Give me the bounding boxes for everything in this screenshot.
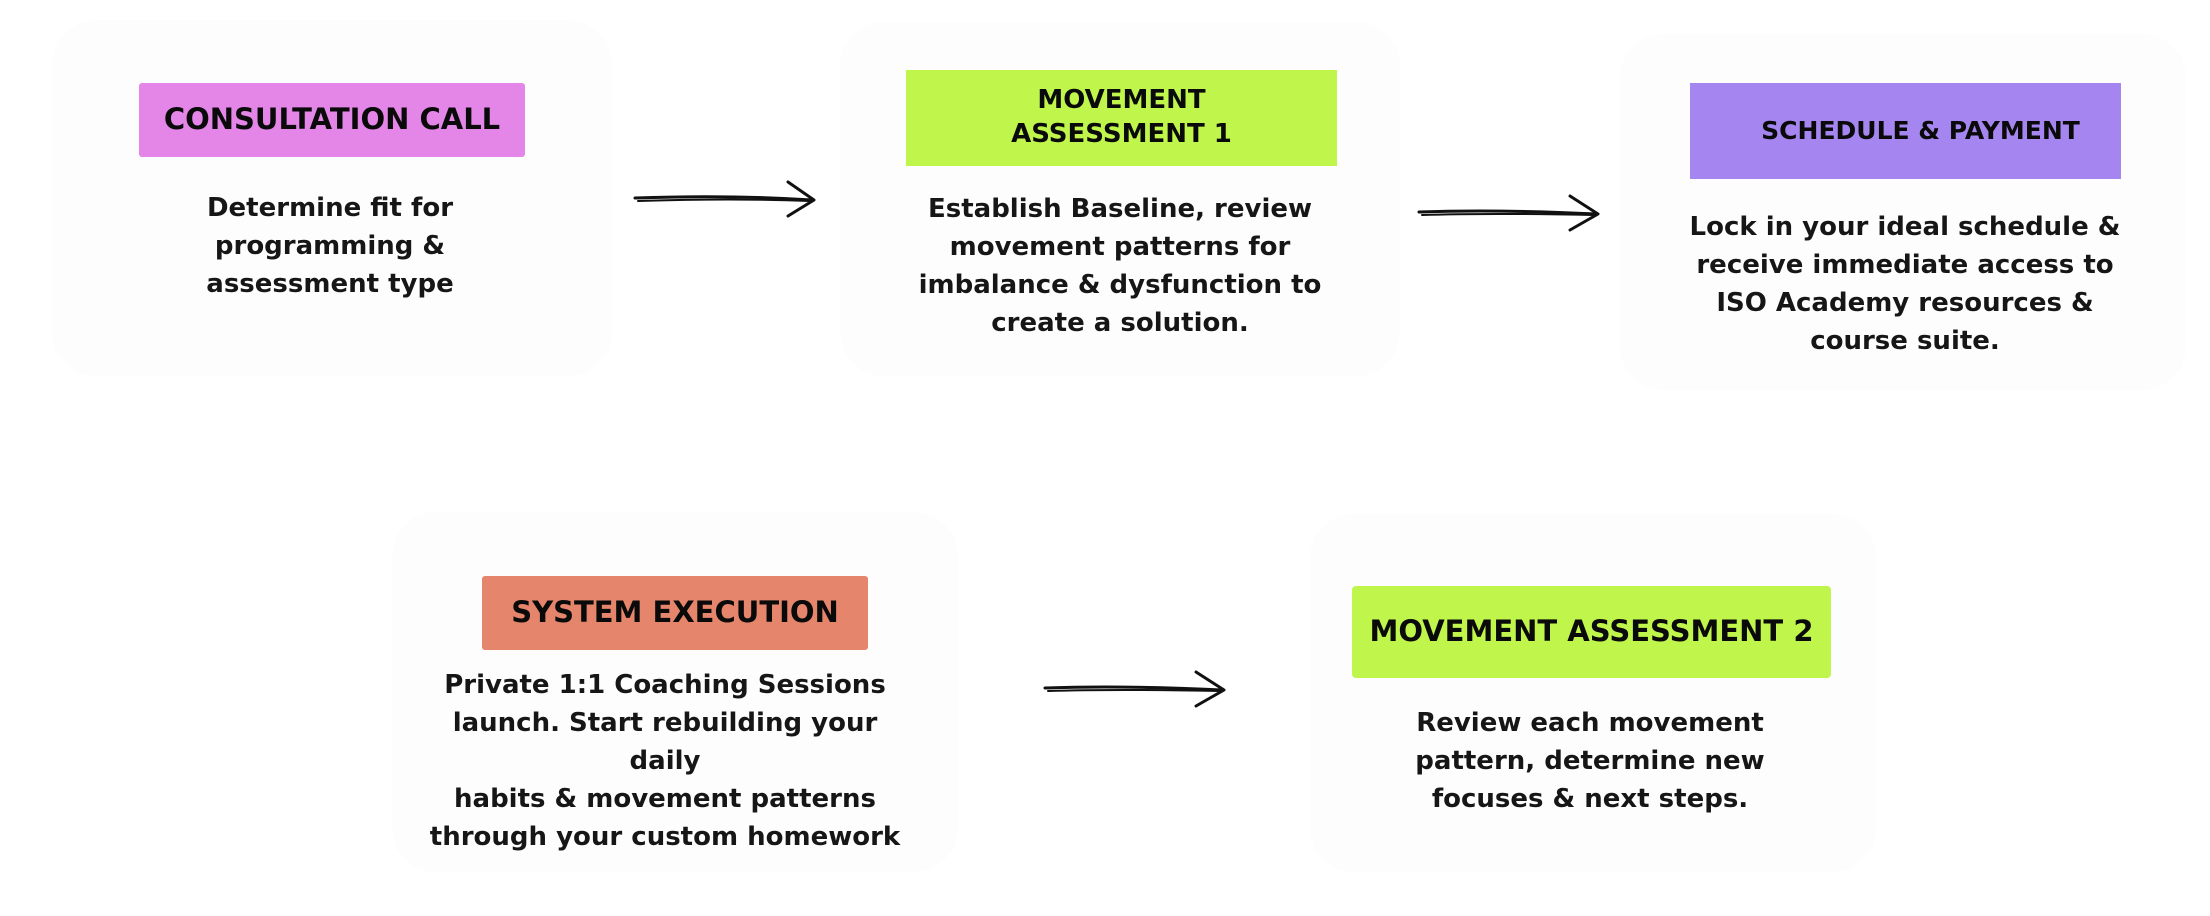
arrow-icon: [633, 180, 816, 218]
step-description-movement-assessment-2: Review each movement pattern, determine …: [1415, 708, 1765, 814]
step-label-movement-assessment-2: MOVEMENT ASSESSMENT 2: [1352, 586, 1831, 678]
step-card-system-execution: [392, 512, 958, 872]
step-label-consultation: CONSULTATION CALL: [139, 83, 525, 157]
arrow-icon: [1417, 194, 1600, 232]
step-description-schedule-payment: Lock in your ideal schedule & receive im…: [1689, 212, 2121, 356]
step-label-schedule-payment: SCHEDULE & PAYMENT: [1690, 83, 2121, 179]
step-label-system-execution: SYSTEM EXECUTION: [482, 576, 868, 650]
step-label-movement-assessment-1: MOVEMENT ASSESSMENT 1: [906, 70, 1337, 166]
step-card-consultation: [52, 20, 612, 376]
step-card-movement-assessment-2: [1310, 514, 1876, 872]
step-description-movement-assessment-1: Establish Baseline, review movement patt…: [918, 194, 1322, 338]
step-description-system-execution: Private 1:1 Coaching Sessions launch. St…: [429, 670, 901, 852]
step-description-consultation: Determine fit for programming & assessme…: [206, 193, 454, 299]
arrow-icon: [1043, 670, 1226, 708]
